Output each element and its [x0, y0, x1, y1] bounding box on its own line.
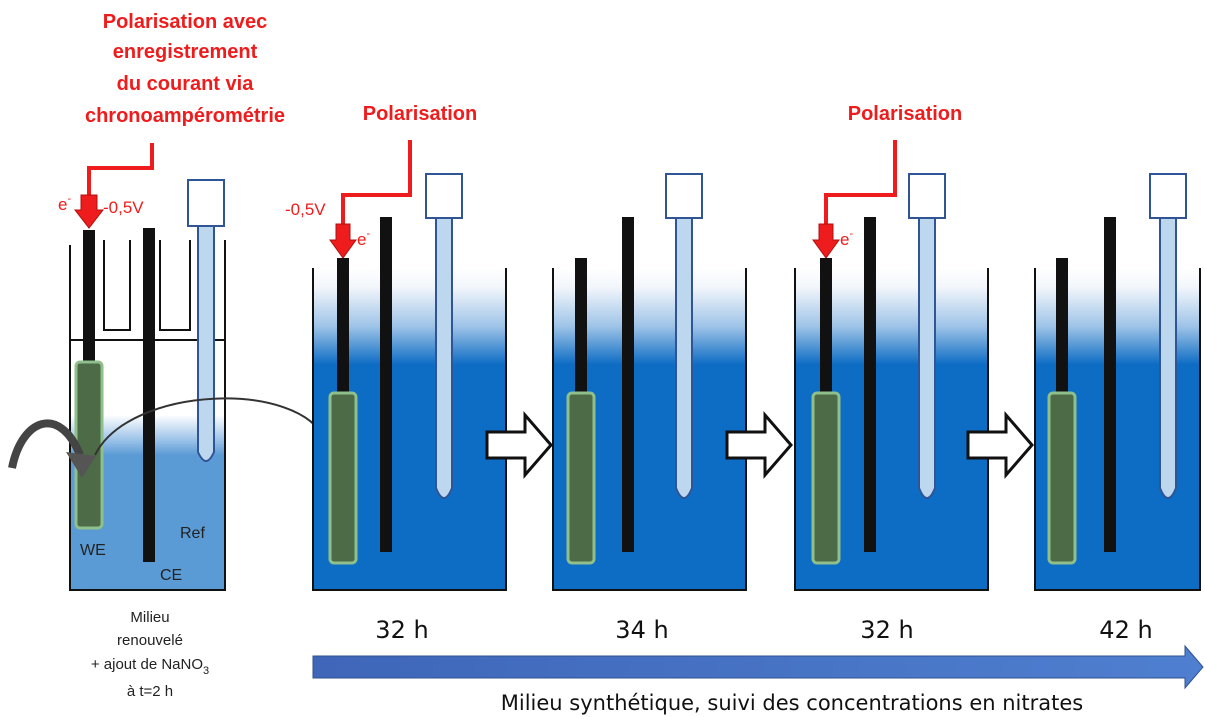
- stage-4-we-sheath: [1047, 391, 1077, 565]
- stage-3-polarisation-label: Polarisation: [848, 103, 962, 125]
- stage-1-beaker: Polarisation -0,5V e- 32 h: [285, 103, 507, 644]
- transfer-arrow-in-head: [66, 452, 96, 478]
- cell-note-line-2: renouvelé: [117, 632, 183, 649]
- stage-3-polarisation-wire: [824, 140, 897, 225]
- stage-2-duration: 34 h: [615, 616, 668, 644]
- stage-4-ce-rod: [1104, 217, 1116, 552]
- stage-3-electron-arrow: [812, 223, 840, 259]
- cell-we-rod: [83, 230, 95, 370]
- stage-3-we-sheath: [811, 391, 841, 565]
- stage-arrow-2: [725, 410, 793, 480]
- timeline: Milieu synthétique, suivi des concentrat…: [312, 644, 1204, 715]
- cell-we-sheath: [74, 360, 104, 530]
- stage-4-ref-tube: [1159, 217, 1177, 499]
- stage-2-beaker-outline: [552, 268, 747, 591]
- stage-1-polarisation-label: Polarisation: [363, 103, 477, 125]
- timeline-caption: Milieu synthétique, suivi des concentrat…: [501, 691, 1083, 715]
- cell-title-line-1: Polarisation avec: [103, 11, 268, 33]
- cell-ref-tube: [197, 225, 215, 462]
- stage-2-beaker: 34 h: [552, 173, 747, 644]
- cell-polarisation-wire: [87, 143, 154, 200]
- stage-1-duration: 32 h: [375, 616, 428, 644]
- stage-3-electron-label: e-: [840, 228, 853, 249]
- stage-4-we-rod: [1056, 258, 1068, 398]
- cell-ref-cap: [187, 179, 225, 227]
- cell-potential-label: -0,5V: [103, 198, 144, 217]
- stage-4-duration: 42 h: [1099, 616, 1152, 644]
- cell-electron-arrow: [73, 194, 105, 229]
- stage-1-ref-cap: [425, 173, 463, 219]
- cell-lid: [69, 240, 226, 340]
- cell-note-line-1: Milieu: [130, 609, 169, 626]
- stage-3-beaker: Polarisation e- 32 h: [794, 103, 989, 644]
- stage-2-we-rod: [575, 258, 587, 398]
- stage-1-we-rod: [337, 258, 349, 398]
- stage-1-electron-label: e-: [357, 228, 370, 249]
- stage-1-beaker-outline: [312, 268, 507, 591]
- transfer-arrow-out: [94, 397, 326, 456]
- stage-1-ce-rod: [380, 217, 392, 552]
- stage-1-ref-tube: [435, 217, 453, 499]
- stage-4-beaker: 42 h: [1034, 173, 1201, 644]
- cell-title-line-4: chronoampérométrie: [85, 105, 285, 127]
- cell-note-line-4: à t=2 h: [127, 683, 173, 700]
- stage-4-beaker-outline: [1034, 268, 1201, 591]
- cell-title-line-2: enregistrement: [113, 41, 258, 63]
- cell-title-line-3: du courant via: [117, 73, 255, 95]
- timeline-arrow: [312, 644, 1204, 690]
- stage-4-ref-cap: [1149, 173, 1187, 219]
- stage-2-ref-tube: [675, 217, 693, 499]
- stage-3-beaker-outline: [794, 268, 989, 591]
- stage-3-ref-tube: [918, 217, 936, 499]
- stage-1-potential-label: -0,5V: [285, 200, 326, 219]
- stage-3-ce-rod: [864, 217, 876, 552]
- cell-ce-rod: [143, 228, 155, 562]
- stage-1-we-sheath: [328, 391, 358, 565]
- cell-electron-label: e-: [58, 193, 71, 214]
- stage-1-electron-arrow: [329, 223, 357, 259]
- stage-2-we-sheath: [566, 391, 596, 565]
- stage-1-polarisation-wire: [341, 140, 412, 225]
- transfer-arrow-in: [8, 419, 84, 469]
- stage-3-we-rod: [820, 258, 832, 398]
- stage-arrow-3: [966, 410, 1034, 480]
- cell-ce-label: CE: [160, 567, 182, 584]
- electrochemical-cell: Polarisation avec enregistrement du cour…: [8, 11, 335, 700]
- stage-arrow-1: [485, 410, 553, 480]
- stage-3-duration: 32 h: [860, 616, 913, 644]
- stage-2-ce-rod: [622, 217, 634, 552]
- cell-we-label: WE: [80, 542, 106, 559]
- cell-ref-label: Ref: [180, 525, 205, 542]
- stage-3-ref-cap: [908, 173, 946, 219]
- stage-2-ref-cap: [665, 173, 703, 219]
- cell-note-line-3: + ajout de NaNO3: [91, 656, 209, 677]
